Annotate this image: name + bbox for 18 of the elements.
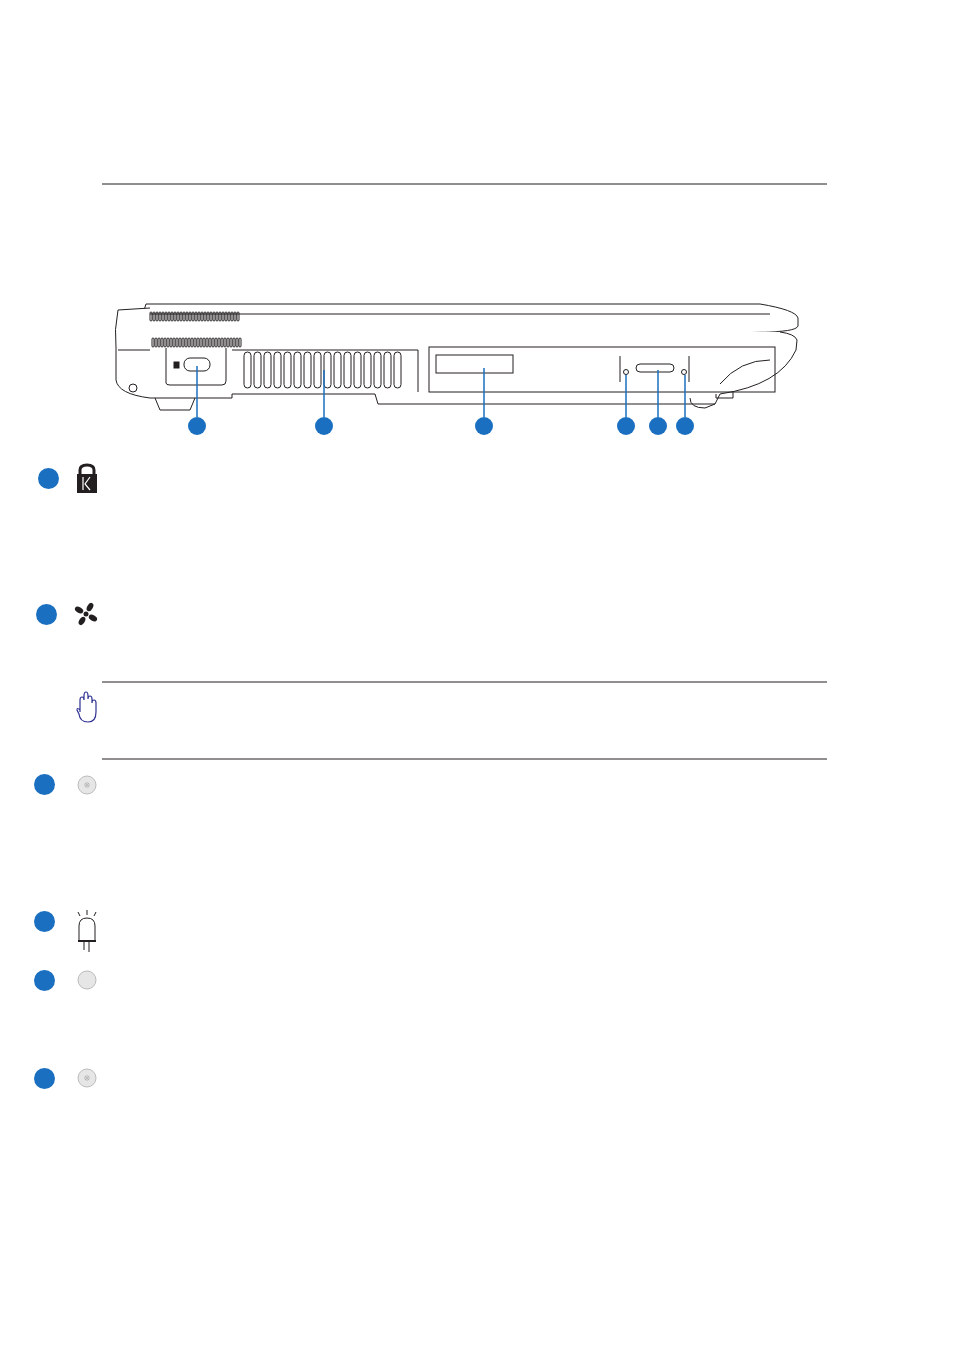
callout-number (33, 969, 55, 991)
leader-line (483, 367, 485, 418)
leader-line (196, 365, 198, 418)
callout-number (315, 417, 333, 435)
leader-line (657, 369, 659, 418)
leader-line (625, 374, 627, 418)
callout-number (33, 910, 55, 932)
callout-number (617, 417, 635, 435)
callout-number (649, 417, 667, 435)
callout-number (37, 467, 59, 489)
callout-number (35, 603, 57, 625)
callout-number (676, 417, 694, 435)
leader-line (684, 374, 686, 418)
callout-number (33, 773, 55, 795)
leader-line (323, 369, 325, 418)
callout-number (475, 417, 493, 435)
callout-number (188, 417, 206, 435)
callout-number (33, 1067, 55, 1089)
